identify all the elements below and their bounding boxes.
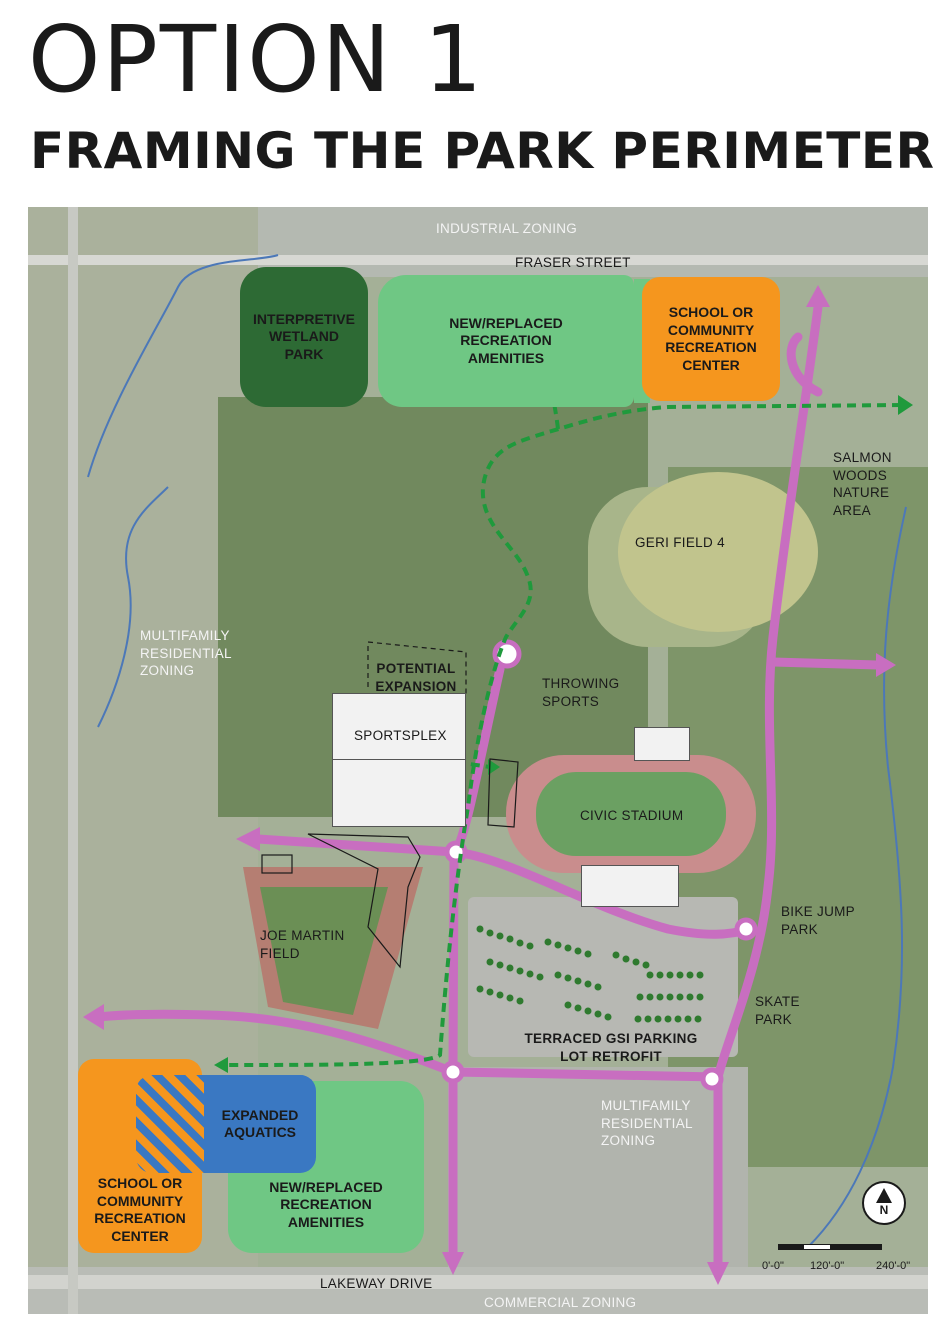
bike-jump-park-label: BIKE JUMP PARK xyxy=(781,904,855,937)
page-subtitle: FRAMING THE PARK PERIMETER xyxy=(30,122,935,180)
geri-field-label: GERI FIELD 4 xyxy=(635,535,725,550)
route-arrowheads xyxy=(83,285,896,1285)
industrial-zoning-label: INDUSTRIAL ZONING xyxy=(436,221,578,236)
north-arrow-icon: N xyxy=(862,1181,906,1225)
throwing-building xyxy=(634,727,690,761)
fraser-street-label: FRASER STREET xyxy=(515,255,631,270)
striped-overlap-area xyxy=(136,1075,206,1173)
sportsplex-building xyxy=(332,693,466,827)
multifamily-east-label: MULTIFAMILY RESIDENTIAL ZONING xyxy=(601,1098,693,1149)
recreation-north-zone: NEW/REPLACED RECREATION AMENITIES xyxy=(378,275,634,407)
school-south-label: SCHOOL OR COMMUNITY RECREATION CENTER xyxy=(94,1175,186,1244)
sportsplex-divider xyxy=(332,759,466,760)
scale-label-120: 120'-0" xyxy=(810,1260,845,1272)
boundary-lines xyxy=(261,641,519,969)
aquatics-overlay-label: EXPANDED AQUATICS xyxy=(221,1106,299,1141)
recreation-south-label: NEW/REPLACED RECREATION AMENITIES xyxy=(269,1178,383,1230)
salmon-woods-label: SALMON WOODS NATURE AREA xyxy=(833,450,892,518)
interpretive-wetland-zone: INTERPRETIVE WETLAND PARK xyxy=(240,267,368,407)
aquatics-overlay: EXPANDED AQUATICS xyxy=(204,1075,316,1173)
recreation-north-label: NEW/REPLACED RECREATION AMENITIES xyxy=(449,314,563,366)
page-title: OPTION 1 xyxy=(28,6,485,113)
potential-expansion-label: POTENTIAL EXPANSION xyxy=(375,661,457,694)
north-letter: N xyxy=(879,1203,889,1217)
multifamily-west-label: MULTIFAMILY RESIDENTIAL ZONING xyxy=(140,628,232,679)
commercial-zoning-label: COMMERCIAL ZONING xyxy=(484,1295,637,1310)
skate-park-label: SKATE PARK xyxy=(755,994,800,1027)
wetland-label: INTERPRETIVE WETLAND PARK xyxy=(253,310,355,362)
school-north-label: SCHOOL OR COMMUNITY RECREATION CENTER xyxy=(665,304,757,373)
sportsplex-label: SPORTSPLEX xyxy=(354,728,447,743)
lakeway-drive-label: LAKEWAY DRIVE xyxy=(320,1276,433,1291)
school-north-zone: SCHOOL OR COMMUNITY RECREATION CENTER xyxy=(642,277,780,401)
scale-bar-icon xyxy=(778,1241,882,1253)
throwing-sports-label: THROWING SPORTS xyxy=(542,676,620,709)
stadium-building xyxy=(581,865,679,907)
vehicle-route-group xyxy=(93,302,883,1267)
terraced-gsi-label: TERRACED GSI PARKING LOT RETROFIT xyxy=(524,1031,698,1064)
scale-label-0: 0'-0" xyxy=(762,1260,784,1272)
civic-stadium-label: CIVIC STADIUM xyxy=(580,808,684,823)
site-map: INTERPRETIVE WETLAND PARK NEW/REPLACED R… xyxy=(28,207,928,1314)
joe-martin-field-label: JOE MARTIN FIELD xyxy=(260,928,345,961)
scale-label-240: 240'-0" xyxy=(876,1260,911,1272)
tree-row-group xyxy=(476,925,704,1023)
